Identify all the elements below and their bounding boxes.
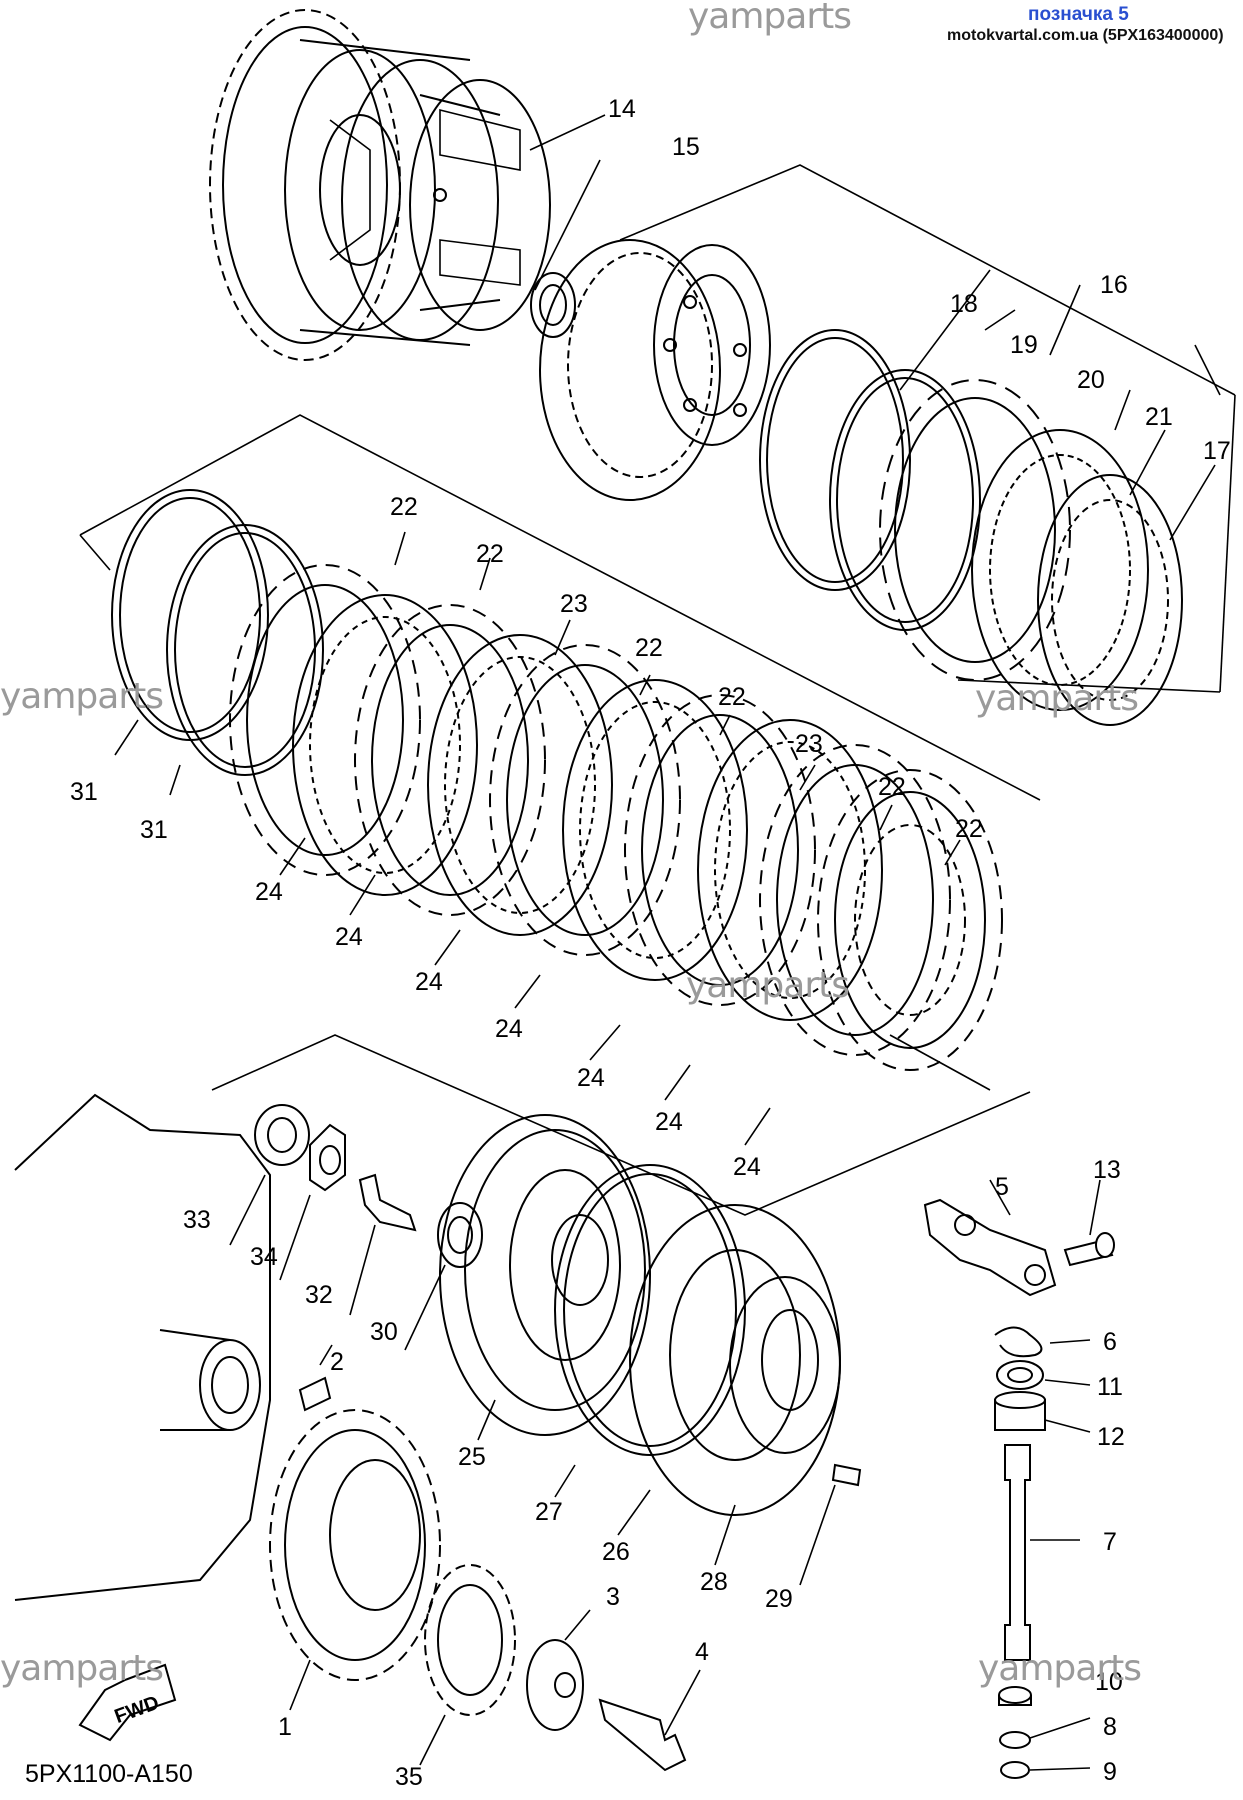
callout-9: 9 (1103, 1758, 1117, 1786)
callout-34: 34 (250, 1243, 278, 1271)
callout-labels: 14 15 16 17 18 19 20 21 22 22 23 22 22 2… (70, 95, 1231, 1791)
callout-22-d: 22 (718, 683, 746, 711)
callout-24-c: 24 (415, 968, 443, 996)
callout-30: 30 (370, 1318, 398, 1346)
callout-22-b: 22 (476, 540, 504, 568)
callout-24-f: 24 (655, 1108, 683, 1136)
leaders-top-right (529, 114, 1221, 541)
clutch-plate-stack-drawing (229, 564, 1003, 1071)
callout-28: 28 (700, 1568, 728, 1596)
watermark-left-mid: yamparts (0, 676, 164, 717)
callout-22-c: 22 (635, 634, 663, 662)
callout-15: 15 (672, 133, 700, 161)
callout-24-g: 24 (733, 1153, 761, 1181)
fwd-arrow (78, 1663, 177, 1742)
site-reference: motokvartal.com.ua (5PX163400000) (947, 27, 1224, 44)
callout-21: 21 (1145, 403, 1173, 431)
callout-22-a: 22 (390, 493, 418, 521)
callout-24-d: 24 (495, 1015, 523, 1043)
callout-2: 2 (330, 1348, 344, 1376)
callout-16: 16 (1100, 271, 1128, 299)
callout-17: 17 (1203, 437, 1231, 465)
callout-35: 35 (395, 1763, 423, 1791)
callout-14: 14 (608, 95, 636, 123)
callout-8: 8 (1103, 1713, 1117, 1741)
thrust-washer-drawing (530, 272, 576, 338)
callout-20: 20 (1077, 366, 1105, 394)
circlip-31-drawing (111, 489, 324, 776)
group-16-bracket (619, 164, 1236, 693)
callout-11: 11 (1097, 1373, 1123, 1401)
callout-4: 4 (695, 1638, 709, 1666)
callout-5: 5 (995, 1173, 1009, 1201)
callout-33: 33 (183, 1206, 211, 1234)
callout-6: 6 (1103, 1328, 1117, 1356)
callout-22-e: 22 (878, 773, 906, 801)
pressure-plate-group-drawing (439, 1114, 862, 1586)
push-lever-shaft-drawing (923, 1179, 1115, 1779)
callout-23-a: 23 (560, 590, 588, 618)
watermark-center: yamparts (686, 965, 850, 1006)
primary-gear-drawing (269, 1409, 701, 1772)
clutch-boss-drawing (539, 239, 771, 501)
callout-13: 13 (1093, 1156, 1121, 1184)
watermark-bottom-right: yamparts (978, 1648, 1142, 1689)
watermark-bottom-left: yamparts (0, 1648, 164, 1689)
crankcase-outline-drawing (14, 1093, 333, 1601)
watermark-top: yamparts (688, 0, 852, 37)
callout-24-b: 24 (335, 923, 363, 951)
watermark-right-mid: yamparts (975, 678, 1139, 719)
clutch-housing-drawing (209, 9, 551, 361)
callout-32: 32 (305, 1281, 333, 1309)
callout-22-f: 22 (955, 815, 983, 843)
leaders-plate-stack (114, 531, 991, 1146)
callout-31-a: 31 (70, 778, 98, 806)
callout-3: 3 (606, 1583, 620, 1611)
callout-10: 10 (1095, 1668, 1123, 1696)
callout-12: 12 (1097, 1423, 1125, 1451)
callout-25: 25 (458, 1443, 486, 1471)
plates-group-bracket (79, 414, 1041, 1216)
part-marker-label: позначка 5 (1028, 4, 1129, 25)
callout-27: 27 (535, 1498, 563, 1526)
callout-1: 1 (278, 1713, 292, 1741)
callout-31-b: 31 (140, 816, 168, 844)
callout-7: 7 (1103, 1528, 1117, 1556)
callout-23-b: 23 (795, 730, 823, 758)
callout-18: 18 (950, 290, 978, 318)
callout-19: 19 (1010, 331, 1038, 359)
callout-24-a: 24 (255, 878, 283, 906)
callout-26: 26 (602, 1538, 630, 1566)
rings-18-21-drawing (759, 329, 1183, 726)
callout-29: 29 (765, 1585, 793, 1613)
callout-24-e: 24 (577, 1064, 605, 1092)
diagram-code: 5PX1100-A150 (25, 1760, 193, 1788)
